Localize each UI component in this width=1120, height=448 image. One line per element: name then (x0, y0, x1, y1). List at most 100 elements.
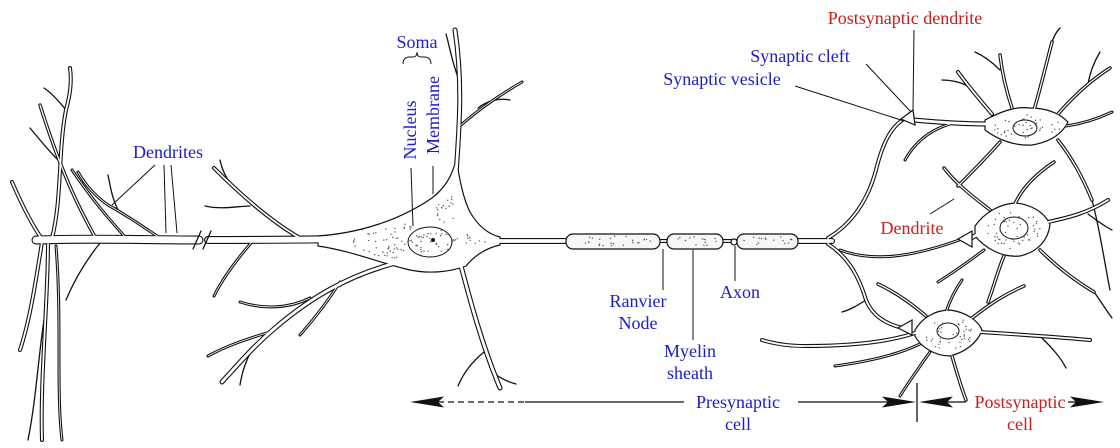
stipple-dot (780, 236, 781, 237)
stipple-dot (396, 238, 397, 239)
synaptic-cleft-leader (866, 64, 911, 112)
stipple-dot (394, 248, 395, 249)
stipple-dot (401, 241, 402, 242)
stipple-dot (997, 236, 998, 237)
stipple-dot (436, 207, 437, 208)
stipple-dot (589, 237, 590, 238)
stipple-dot (599, 245, 600, 246)
stipple-dot (773, 240, 774, 241)
stipple-dot (964, 335, 965, 336)
stipple-dot (995, 125, 996, 126)
stipple-dot (1030, 116, 1031, 117)
stipple-dot (1018, 242, 1019, 243)
stipple-dot (1033, 225, 1034, 226)
stipple-dot (469, 237, 470, 238)
stipple-dot (953, 334, 954, 335)
stipple-dot (1037, 233, 1038, 234)
stipple-dot (440, 235, 441, 236)
stipple-dot (962, 322, 963, 323)
stipple-dot (417, 237, 418, 238)
axon-bulb (731, 239, 737, 245)
stipple-dot (1019, 243, 1020, 244)
cellC-dendrite-upleft-outline (878, 284, 926, 316)
fine-branch-21 (1094, 292, 1112, 318)
stipple-dot (438, 204, 439, 205)
cellA-dendrite-downleft-interior (958, 142, 1000, 186)
stipple-dot (450, 202, 451, 203)
stipple-dot (715, 241, 716, 242)
fine-branch-17 (1052, 28, 1060, 42)
stipple-dot (362, 229, 363, 230)
stipple-dot (1006, 135, 1007, 136)
presynaptic-cell-label-line-1: Presynaptic (696, 392, 780, 412)
stipple-dot (1019, 124, 1020, 125)
cellB-dendrite-down-interior (988, 256, 1004, 302)
cellC-dendrite-leftdown-outline (835, 344, 920, 366)
stipple-dot (995, 219, 996, 220)
terminal-branch-mid-outline (840, 239, 962, 257)
stipple-dot (994, 224, 995, 225)
stipple-dot (437, 213, 438, 214)
stipple-dot (987, 233, 988, 234)
trunk-right-interior (208, 238, 388, 240)
stipple-dot (423, 251, 424, 252)
stipple-dot (963, 320, 964, 321)
stipple-dot (958, 324, 959, 325)
stipple-dot (969, 337, 970, 338)
stipple-dot (1035, 124, 1036, 125)
process-outlines (12, 30, 1112, 440)
stipple-dot (396, 257, 397, 258)
stipple-dot (685, 240, 686, 241)
stipple-dot (445, 208, 446, 209)
stipple-dot (1023, 118, 1024, 119)
stipple-dot (447, 249, 448, 250)
trunk-left-interior (36, 239, 199, 240)
stipple-dot (610, 238, 611, 239)
stipple-dot (599, 239, 600, 240)
stipple-dot (430, 241, 431, 242)
stipple-dot (1001, 243, 1002, 244)
stipple-dot (790, 239, 791, 240)
postsynaptic-cell-label-line-2: cell (1007, 414, 1033, 434)
stipple-dot (1022, 240, 1023, 241)
stipple-dot (1023, 132, 1024, 133)
stipple-dot (1030, 128, 1031, 129)
stipple-dot (1017, 236, 1018, 237)
stipple-dot (1037, 235, 1038, 236)
cellC-dendrite-downleft-interior (900, 352, 930, 396)
cellA-dendrite-upleft-interior (958, 72, 992, 114)
stipple-dot (1034, 231, 1035, 232)
stipple-dot (419, 236, 420, 237)
stipple-dot (1031, 127, 1032, 128)
stipple-dot (613, 243, 614, 244)
stipple-dot (585, 242, 586, 243)
stipple-dot (678, 238, 679, 239)
stipple-dot (625, 236, 626, 237)
stipple-dot (966, 329, 967, 330)
stipple-dot (599, 244, 600, 245)
stipple-dot (1036, 223, 1037, 224)
stipple-dot (404, 227, 405, 228)
stipple-dot (1004, 132, 1005, 133)
stipple-dot (998, 213, 999, 214)
stipple-dot (1027, 129, 1028, 130)
stipple-dot (965, 326, 966, 327)
stipple-dot (1013, 241, 1014, 242)
bouton-top (901, 110, 915, 125)
stipple-dot (375, 241, 376, 242)
stipple-dot (1039, 130, 1040, 131)
stipple-dot (956, 332, 957, 333)
stipple-dot (1006, 221, 1007, 222)
synaptic-vesicle-label: Synaptic vesicle (663, 69, 780, 89)
stipple-dot (715, 238, 716, 239)
stipple-dot (644, 239, 645, 240)
stipple-dot (938, 344, 939, 345)
bouton-middle (958, 231, 972, 247)
stipple-dot (457, 238, 458, 239)
stipple-dot (1042, 127, 1043, 128)
stipple-dot (441, 251, 442, 252)
stipple-dot (412, 242, 413, 243)
stipple-dot (388, 246, 389, 247)
stipple-dot (392, 252, 393, 253)
